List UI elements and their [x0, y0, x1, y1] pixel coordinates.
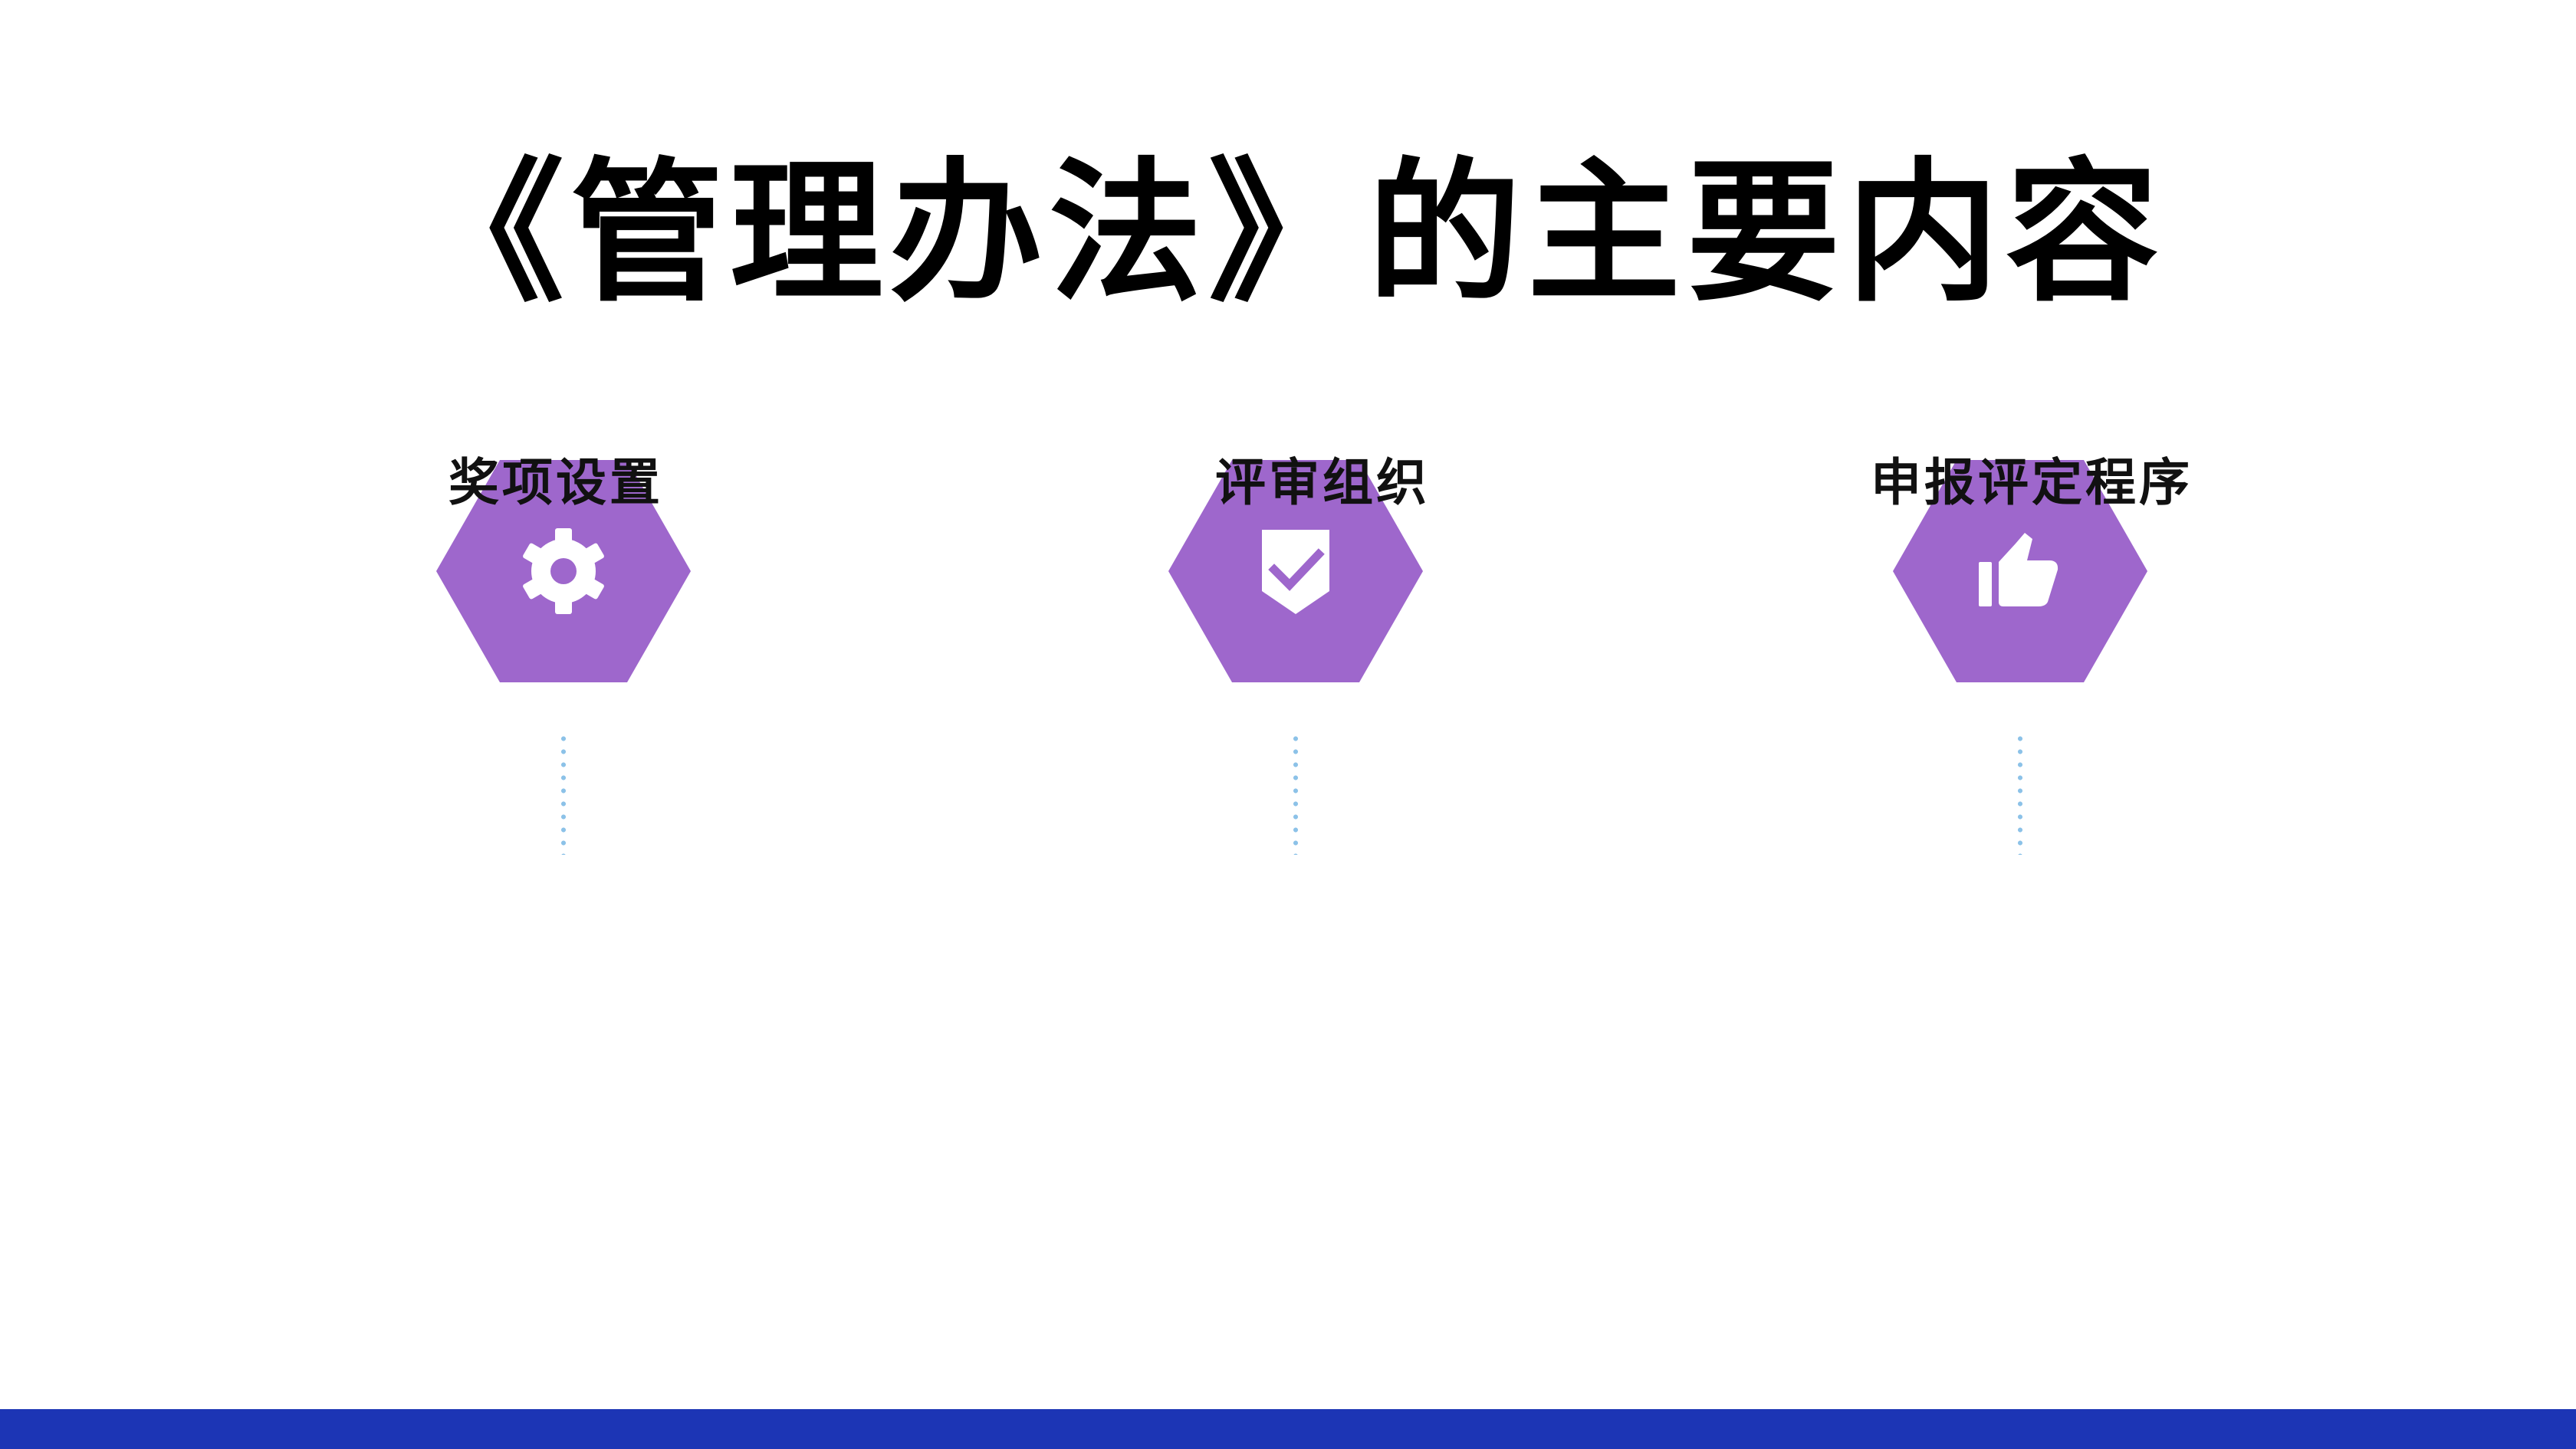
content-item-application-procedure — [1890, 460, 2150, 966]
item-label-review-organization: 评审组织 — [1215, 453, 1430, 512]
content-item-review-organization — [1165, 460, 1426, 966]
gear-icon — [523, 528, 604, 614]
item-label-application-procedure: 申报评定程序 — [1871, 453, 2193, 512]
hexagon-badge — [1168, 460, 1423, 682]
item-label-award-settings: 奖项设置 — [449, 453, 663, 512]
hexagon-badge — [436, 460, 691, 682]
slide-title: 《管理办法》的主要内容 — [410, 144, 2165, 323]
dotted-connector — [1293, 732, 1298, 855]
bottom-bar — [0, 1409, 2576, 1449]
shield-check-icon — [1262, 530, 1329, 614]
thumbs-up-icon — [1979, 533, 2058, 606]
hexagon-badge — [1893, 460, 2147, 682]
content-item-award-settings — [433, 460, 694, 966]
dotted-connector — [2018, 732, 2022, 855]
dotted-connector — [561, 732, 566, 855]
